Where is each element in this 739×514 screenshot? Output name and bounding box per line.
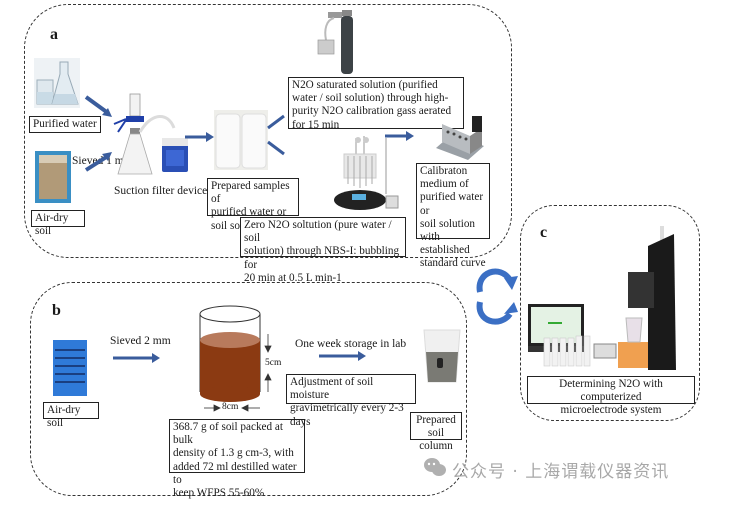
beaker-flask-image	[34, 58, 80, 108]
suction-filter-label: Suction filter device	[114, 185, 208, 197]
arrow-sieve-to-column	[113, 353, 160, 363]
storage-label: One week storage in lab	[295, 338, 407, 350]
panel-b-label: b	[52, 302, 61, 319]
arrow-soil-to-filter	[84, 152, 112, 172]
panel-b	[30, 282, 467, 496]
gas-cylinder-image	[317, 10, 353, 74]
arrow-filter-to-samples	[185, 132, 214, 142]
sieved-2mm-label: Sieved 2 mm	[110, 335, 171, 347]
panel-c	[520, 205, 700, 421]
calibration-box: Calibraton medium of purified water or s…	[416, 163, 490, 269]
arrow-water-to-filter	[84, 95, 112, 117]
arrow-samples-to-saturated	[267, 114, 285, 130]
cycle-arrows-icon	[476, 268, 518, 325]
b-air-dry-soil-label: Air-dry soil	[43, 402, 99, 429]
soil-bag-image	[35, 151, 71, 203]
microelectrode-system-image	[528, 226, 676, 370]
calibration-rack-image	[436, 116, 484, 160]
prepared-column-image	[423, 329, 461, 383]
determining-n2o-box: Determining N2O with computerized microe…	[527, 376, 695, 416]
n2o-saturated-box: N2O saturated solution (purified water /…	[288, 77, 464, 131]
arrow-storage	[319, 351, 366, 361]
prepared-samples-box: Prepared samples of purified water or so…	[207, 178, 299, 232]
wechat-icon	[424, 458, 446, 476]
watermark-text: 公众号 · 上海谓载仪器资讯	[452, 462, 670, 482]
bubbler-device-image	[334, 136, 399, 210]
sieve-stack-image	[53, 340, 87, 396]
purified-water-label: Purified water	[29, 116, 101, 133]
width-8cm-label: 8cm	[222, 402, 239, 412]
moisture-box: Adjustment of soil moisture gravimetrica…	[286, 374, 416, 428]
arrow-samples-to-zero	[267, 140, 285, 156]
air-dry-soil-label: Air-dry soil	[31, 210, 85, 237]
panel-a-label: a	[50, 26, 58, 43]
panel-c-label: c	[540, 224, 548, 241]
suction-filter-image	[113, 93, 188, 175]
sample-bottles-image	[214, 110, 268, 170]
soil-cylinder-diagram	[199, 305, 272, 412]
panel-a	[24, 4, 512, 258]
arrow-to-calibration	[385, 131, 414, 141]
soil-packing-box: 368.7 g of soil packed at bulk density o…	[169, 419, 305, 499]
zero-n2o-box: Zero N2O soltution (pure water / soil so…	[240, 217, 406, 284]
prepared-column-box: Prepared soil column	[410, 412, 462, 452]
height-5cm-label: 5cm	[265, 358, 282, 368]
